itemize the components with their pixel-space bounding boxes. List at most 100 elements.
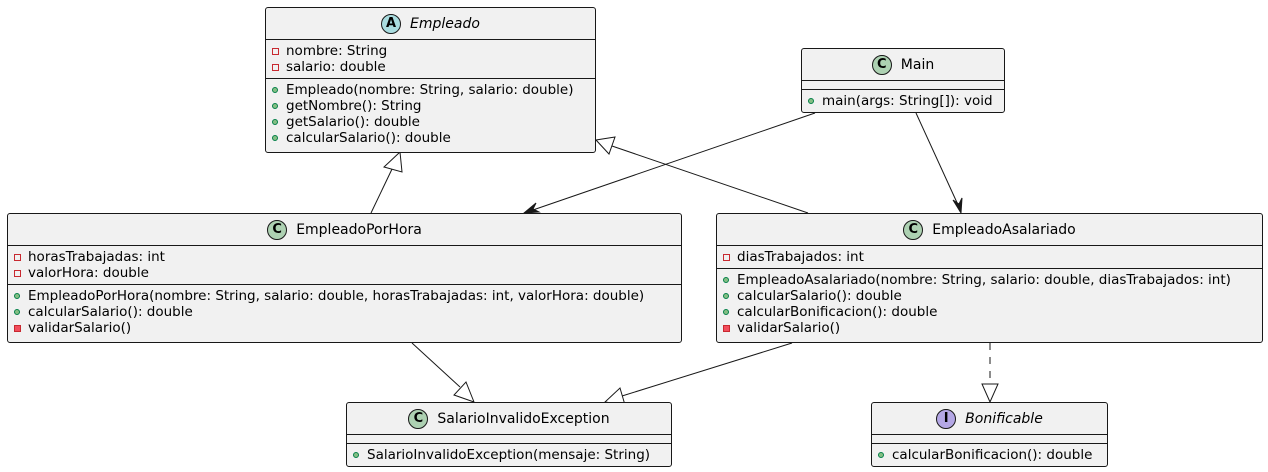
method-signature: SalarioInvalidoException(mensaje: String… — [367, 447, 651, 463]
public-visibility-icon — [723, 275, 734, 285]
method-signature: Empleado(nombre: String, salario: double… — [286, 82, 574, 98]
method-row: getSalario(): double — [272, 114, 595, 130]
public-visibility-icon — [808, 96, 819, 106]
field-signature: salario: double — [286, 59, 386, 75]
class-icon: C — [408, 408, 429, 429]
abstract-class-icon: A — [381, 13, 402, 34]
class-header: C EmpleadoPorHora — [8, 214, 681, 246]
fields-section — [802, 81, 1004, 90]
private-visibility-icon — [14, 252, 25, 262]
public-visibility-icon — [878, 450, 889, 460]
field-signature: valorHora: double — [28, 265, 149, 281]
public-visibility-icon — [14, 307, 25, 317]
method-signature: EmpleadoAsalariado(nombre: String, salar… — [737, 272, 1231, 288]
class-main[interactable]: C Main main(args: String[]): void — [801, 48, 1005, 113]
method-row: getNombre(): String — [272, 98, 595, 114]
method-row: calcularBonificacion(): double — [878, 447, 1107, 463]
field-row: valorHora: double — [14, 265, 681, 281]
class-name: SalarioInvalidoException — [437, 410, 610, 427]
method-row: EmpleadoAsalariado(nombre: String, salar… — [723, 272, 1262, 288]
method-row: calcularSalario(): double — [272, 130, 595, 146]
method-row: SalarioInvalidoException(mensaje: String… — [353, 447, 671, 463]
class-icon: C — [267, 219, 288, 240]
edge-empleadoasalariado-implements-bonificable — [981, 343, 999, 404]
interface-bonificable[interactable]: I Bonificable calcularBonificacion(): do… — [871, 402, 1108, 467]
edge-empleadoasalariado-to-salarioinvalidoexception — [603, 342, 793, 406]
methods-section: main(args: String[]): void — [802, 90, 1004, 112]
private-visibility-icon — [723, 323, 734, 333]
public-visibility-icon — [272, 133, 283, 143]
field-signature: horasTrabajadas: int — [28, 249, 165, 265]
class-header: C Main — [802, 49, 1004, 81]
edge-empleadoasalariado-extends-empleado — [594, 136, 809, 214]
edge-empleadoporhora-to-salarioinvalidoexception — [411, 342, 475, 403]
class-icon: C — [903, 219, 924, 240]
field-row: nombre: String — [272, 43, 595, 59]
class-empleadoasalariado[interactable]: C EmpleadoAsalariado diasTrabajados: int… — [716, 213, 1263, 343]
class-name: EmpleadoAsalariado — [932, 221, 1076, 238]
method-signature: calcularSalario(): double — [737, 288, 902, 304]
private-visibility-icon — [14, 268, 25, 278]
private-visibility-icon — [14, 323, 25, 333]
public-visibility-icon — [14, 291, 25, 301]
class-name: Main — [900, 56, 935, 73]
method-signature: validarSalario() — [737, 320, 841, 336]
method-signature: main(args: String[]): void — [822, 93, 993, 109]
field-row: salario: double — [272, 59, 595, 75]
method-signature: calcularSalario(): double — [28, 304, 193, 320]
method-signature: getSalario(): double — [286, 114, 420, 130]
private-visibility-icon — [272, 46, 283, 56]
class-salarioinvalidoexception[interactable]: C SalarioInvalidoException SalarioInvali… — [346, 402, 672, 467]
edge-main-to-empleadoporhora — [522, 112, 816, 214]
edge-main-to-empleadoasalariado — [915, 112, 963, 215]
private-visibility-icon — [723, 252, 734, 262]
class-header: I Bonificable — [872, 403, 1107, 435]
method-row: calcularBonificacion(): double — [723, 304, 1262, 320]
class-header: A Empleado — [266, 8, 595, 40]
class-icon: C — [871, 54, 892, 75]
class-header: C SalarioInvalidoException — [347, 403, 671, 435]
public-visibility-icon — [723, 291, 734, 301]
methods-section: EmpleadoPorHora(nombre: String, salario:… — [8, 285, 681, 339]
class-name: Bonificable — [965, 410, 1043, 427]
public-visibility-icon — [353, 450, 364, 460]
method-row: main(args: String[]): void — [808, 93, 1004, 109]
public-visibility-icon — [272, 101, 283, 111]
public-visibility-icon — [272, 85, 283, 95]
method-signature: EmpleadoPorHora(nombre: String, salario:… — [28, 288, 645, 304]
method-signature: calcularSalario(): double — [286, 130, 451, 146]
method-signature: calcularBonificacion(): double — [737, 304, 938, 320]
class-header: C EmpleadoAsalariado — [717, 214, 1262, 246]
method-row: EmpleadoPorHora(nombre: String, salario:… — [14, 288, 681, 304]
field-row: horasTrabajadas: int — [14, 249, 681, 265]
method-row: validarSalario() — [14, 320, 681, 336]
method-row: validarSalario() — [723, 320, 1262, 336]
private-visibility-icon — [272, 62, 283, 72]
edge-empleadoporhora-extends-empleado — [370, 150, 403, 214]
class-name: Empleado — [410, 15, 480, 32]
field-row: diasTrabajados: int — [723, 249, 1262, 265]
fields-section: diasTrabajados: int — [717, 246, 1262, 269]
methods-section: EmpleadoAsalariado(nombre: String, salar… — [717, 269, 1262, 339]
methods-section: Empleado(nombre: String, salario: double… — [266, 79, 595, 149]
method-row: calcularSalario(): double — [14, 304, 681, 320]
interface-icon: I — [936, 408, 957, 429]
field-signature: nombre: String — [286, 43, 388, 59]
method-signature: getNombre(): String — [286, 98, 422, 114]
methods-section: calcularBonificacion(): double — [872, 444, 1107, 466]
class-name: EmpleadoPorHora — [296, 221, 422, 238]
public-visibility-icon — [723, 307, 734, 317]
fields-section — [872, 435, 1107, 444]
method-row: calcularSalario(): double — [723, 288, 1262, 304]
method-row: Empleado(nombre: String, salario: double… — [272, 82, 595, 98]
method-signature: calcularBonificacion(): double — [892, 447, 1093, 463]
methods-section: SalarioInvalidoException(mensaje: String… — [347, 444, 671, 466]
field-signature: diasTrabajados: int — [737, 249, 864, 265]
fields-section — [347, 435, 671, 444]
public-visibility-icon — [272, 117, 283, 127]
